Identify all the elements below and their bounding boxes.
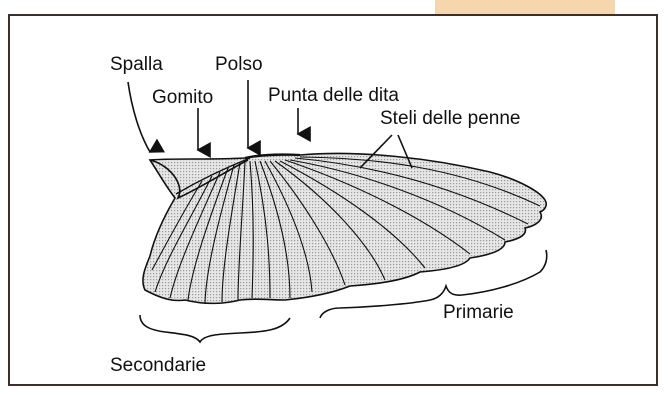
- label-shoulder: Spalla: [110, 54, 163, 75]
- label-feather-shafts: Steli delle penne: [380, 108, 521, 129]
- label-wrist: Polso: [215, 54, 263, 75]
- arrow-shoulder: [128, 82, 150, 152]
- label-elbow: Gomito: [152, 87, 213, 108]
- label-primaries: Primarie: [443, 302, 514, 323]
- label-secondaries: Secondarie: [110, 355, 206, 376]
- label-fingertip: Punta delle dita: [268, 85, 399, 106]
- brace-secondaries: [140, 315, 290, 342]
